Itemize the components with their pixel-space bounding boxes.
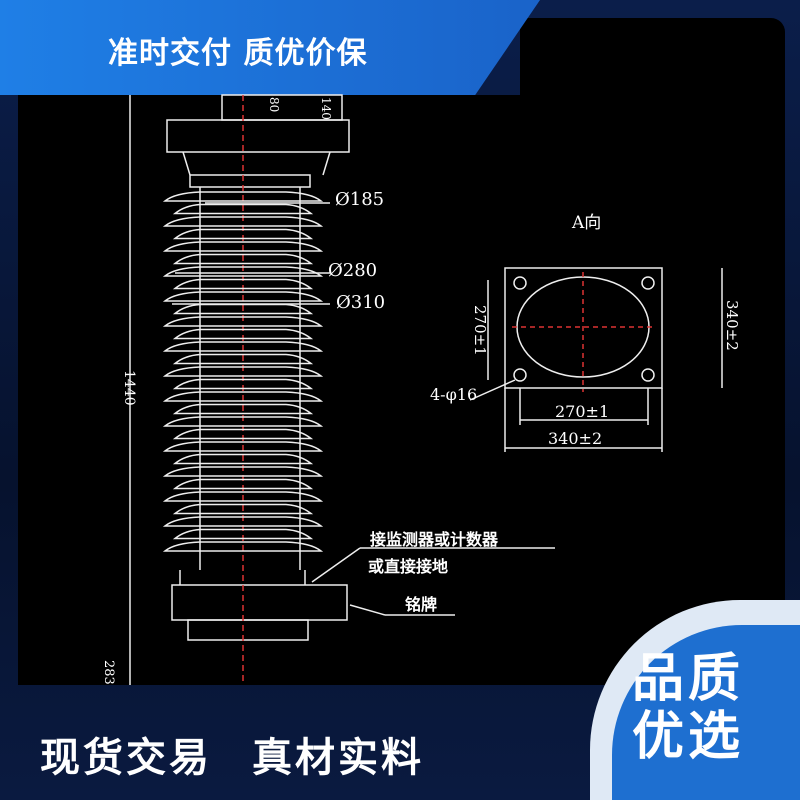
dim-outer-horizontal: 340±2 [548,429,602,448]
insulator-shed [172,328,314,340]
insulator-shed [172,403,314,415]
insulator-shed [162,191,324,202]
note-nameplate: 铭牌 [405,595,437,614]
dim-outer-vertical: 340±2 [723,300,741,351]
insulator-shed [172,278,314,290]
insulator-shed [162,341,324,352]
insulator-shed [172,253,314,265]
insulator-shed [162,216,324,227]
insulator-shed [172,528,314,540]
insulator-shed [172,428,314,440]
dim-diameter-185: Ø185 [335,189,384,210]
insulator-shed [162,441,324,452]
dim-inner-vertical: 270±1 [471,305,489,356]
dim-diameter-310: Ø310 [336,292,385,313]
insulator-shed [162,466,324,477]
insulator-shed [162,241,324,252]
insulator-shed [162,366,324,377]
insulator-shed [172,478,314,490]
insulator-shed [162,391,324,402]
note-ground: 或直接接地 [368,557,448,576]
dim-inner-horizontal: 270±1 [555,402,609,421]
banner-slogan: 准时交付 质优价保 [108,36,368,71]
dim-bottom: 283 [101,660,116,685]
insulator-shed [162,266,324,277]
badge-text: 品质 优选 [632,650,782,766]
technical-drawing-area [18,95,785,685]
drawing-top-strip [520,18,785,95]
badge-line2: 优选 [632,707,745,767]
insulator-shed [172,503,314,515]
dim-top-80: 80 [267,97,281,112]
insulator-shed [172,453,314,465]
note-monitor: 接监测器或计数器 [370,530,499,549]
insulator-shed [162,316,324,327]
dim-top-140: 140 [319,97,333,120]
insulator-shed [172,303,314,315]
insulator-shed [172,228,314,240]
insulator-shed [172,378,314,390]
slogan-in-stock: 现货交易 [40,735,212,781]
badge-line1: 品质 [632,649,745,709]
slogan-genuine: 真材实料 [252,735,424,781]
insulator-shed [172,203,314,215]
insulator-shed [162,291,324,302]
top-banner [0,0,540,95]
dim-height: 1440 [121,370,137,406]
insulator-shed [162,541,324,552]
insulator-shed [162,516,324,527]
insulator-shed [162,416,324,427]
insulator-shed [172,353,314,365]
holes-label: 4-φ16 [430,385,477,404]
footer-slogans: 现货交易真材实料 [40,725,464,783]
dim-diameter-280: Ø280 [328,260,377,281]
insulator-shed [162,491,324,502]
view-label: A向 [571,213,601,233]
